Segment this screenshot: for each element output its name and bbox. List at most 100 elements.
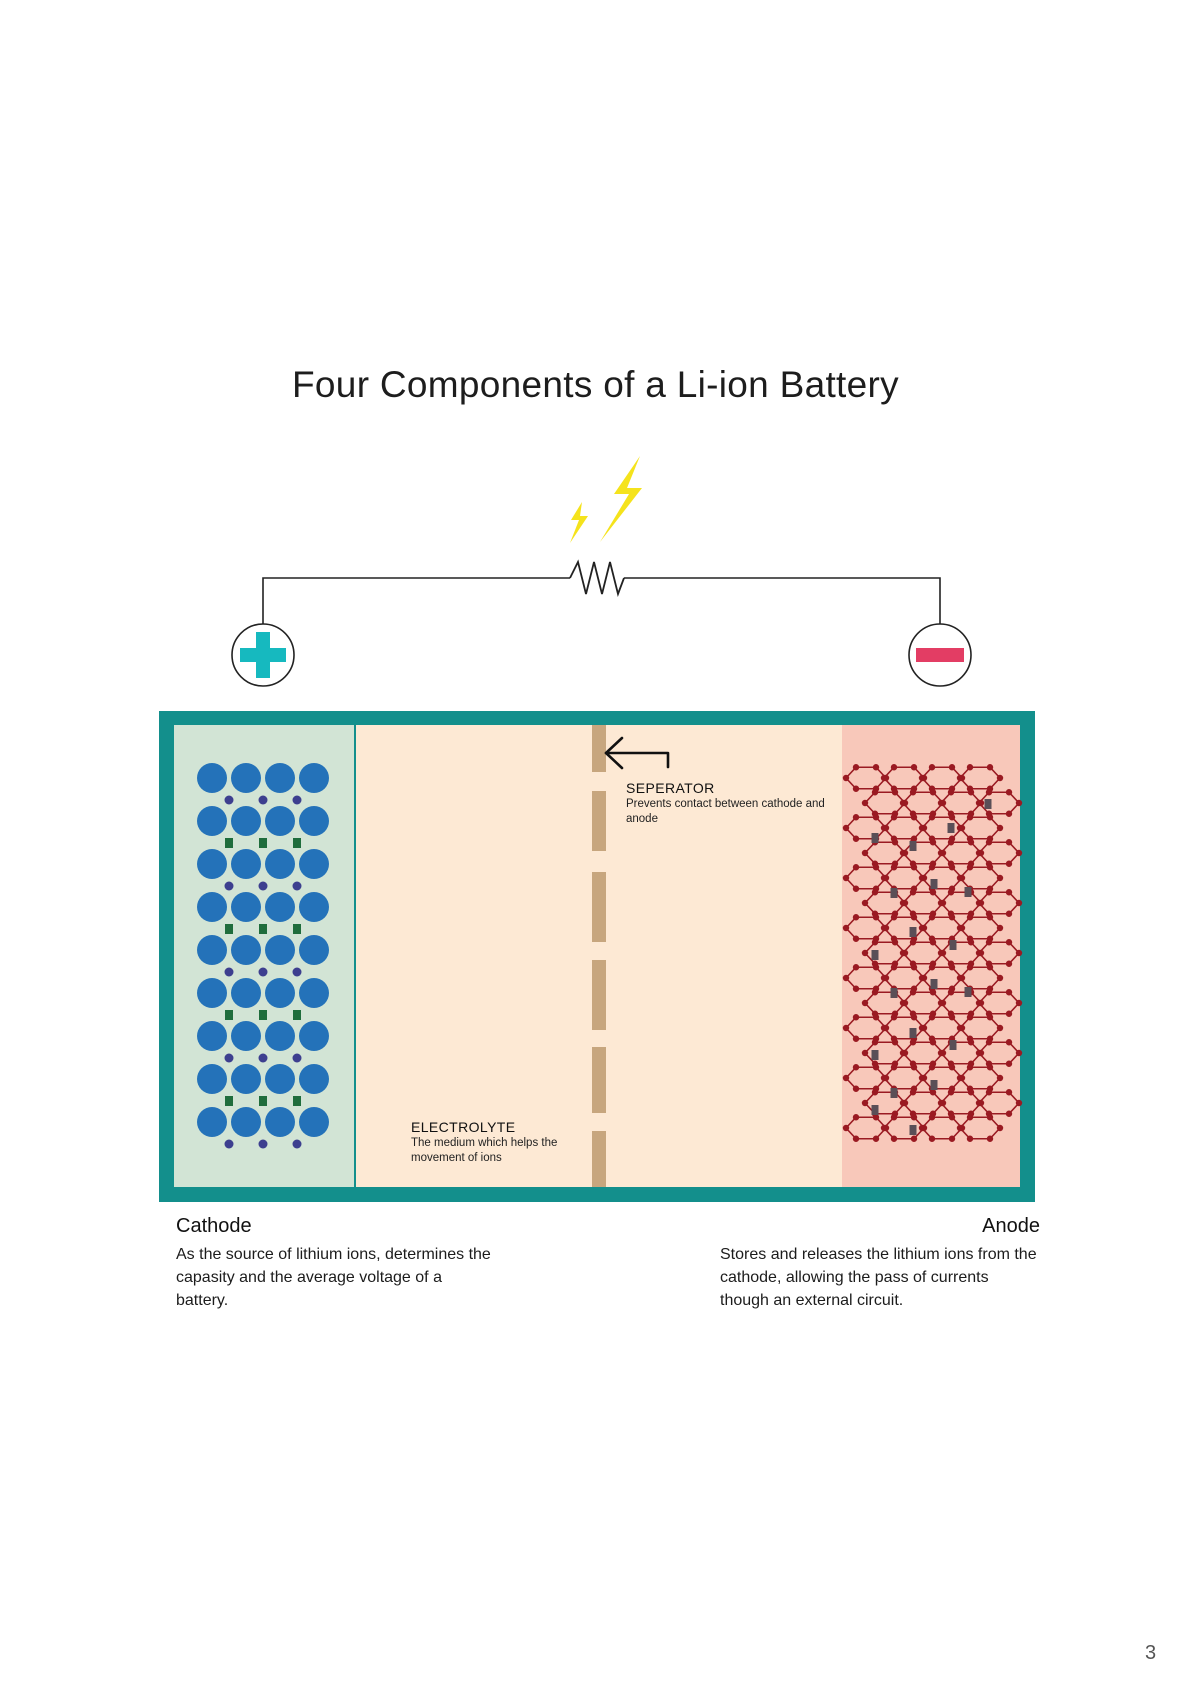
anode-atom xyxy=(967,1089,975,1096)
cathode-sphere xyxy=(231,1021,261,1051)
anode-atom xyxy=(861,1099,869,1107)
cathode-sphere xyxy=(231,806,261,836)
lithium-ion xyxy=(871,1050,879,1060)
cathode-sphere xyxy=(197,763,227,793)
cathode-sphere xyxy=(265,806,295,836)
anode-atom xyxy=(918,924,926,932)
anode-atom xyxy=(956,974,964,982)
lithium-ion xyxy=(871,1105,879,1115)
lithium-ion xyxy=(909,927,917,937)
anode-atom xyxy=(890,814,898,821)
cathode-dot xyxy=(258,881,268,891)
separator-segment xyxy=(592,791,606,851)
anode-atom xyxy=(861,949,869,957)
anode-atom xyxy=(899,799,907,807)
anode-atom xyxy=(966,814,974,821)
cathode-sphere xyxy=(265,1064,295,1094)
cathode-dot xyxy=(224,1139,234,1149)
anode-atom xyxy=(890,1014,898,1021)
anode-atom xyxy=(985,789,993,796)
anode-atom xyxy=(928,1114,936,1121)
anode-atom xyxy=(937,899,945,907)
anode-atom xyxy=(909,1089,917,1096)
anode-atom xyxy=(929,889,937,896)
separator-segment xyxy=(592,1131,606,1187)
anode-atom xyxy=(986,914,994,921)
anode-atom xyxy=(986,764,994,771)
cathode-square xyxy=(293,1096,301,1106)
anode-atom xyxy=(1005,889,1013,896)
plus-icon xyxy=(240,632,286,678)
lightning-icon xyxy=(570,456,642,543)
anode-atom xyxy=(948,1135,956,1142)
anode-atom xyxy=(937,1099,945,1107)
anode-atom xyxy=(890,914,898,921)
anode-atom xyxy=(1005,1060,1013,1067)
cathode-heading: Cathode xyxy=(176,1215,252,1237)
positive-terminal xyxy=(231,623,295,687)
anode-atom xyxy=(899,1099,907,1107)
page-number: 3 xyxy=(1145,1642,1157,1664)
separator-segment xyxy=(592,960,606,1030)
anode-atom xyxy=(890,1064,898,1071)
cathode-dot xyxy=(258,1053,268,1063)
anode-atom xyxy=(872,964,880,971)
anode-atom xyxy=(986,1064,994,1071)
anode-atom xyxy=(852,835,860,842)
cathode-dot xyxy=(258,795,268,805)
anode-atom xyxy=(1015,899,1023,907)
cathode-square xyxy=(225,924,233,934)
cathode-description: As the source of lithium ions, determine… xyxy=(176,1246,491,1310)
lithium-ion xyxy=(890,1088,898,1098)
anode-atom xyxy=(975,949,983,957)
anode-atom xyxy=(948,1064,956,1071)
anode-atom xyxy=(966,1135,974,1142)
anode-atom xyxy=(1005,939,1013,946)
anode-atom xyxy=(928,864,936,871)
anode-atom xyxy=(996,1124,1004,1132)
cathode-sphere xyxy=(197,935,227,965)
separator xyxy=(592,725,606,1187)
cathode-sphere xyxy=(265,892,295,922)
anode-atom xyxy=(852,1135,860,1142)
anode-atom xyxy=(966,864,974,871)
anode-atom xyxy=(966,1064,974,1071)
cathode-sphere xyxy=(197,1021,227,1051)
anode-atom xyxy=(947,989,955,996)
electrolyte-heading: ELECTROLYTE xyxy=(411,1119,516,1135)
anode-atom xyxy=(975,1049,983,1057)
anode-atom xyxy=(929,1089,937,1096)
cathode-sphere xyxy=(265,849,295,879)
anode-atom xyxy=(880,774,888,782)
anode-atom xyxy=(966,1014,974,1021)
cathode-square xyxy=(225,1010,233,1020)
anode-atom xyxy=(852,914,860,921)
anode-atom xyxy=(947,889,955,896)
anode-atom xyxy=(910,1014,918,1021)
anode-atom xyxy=(1015,949,1023,957)
anode-graphite-lattice xyxy=(842,764,1023,1142)
anode-atom xyxy=(985,1039,993,1046)
anode-atom xyxy=(928,1135,936,1142)
cathode-sphere xyxy=(197,978,227,1008)
anode-atom xyxy=(1015,849,1023,857)
anode-atom xyxy=(890,1114,898,1121)
cathode-square xyxy=(293,1010,301,1020)
anode-atom xyxy=(910,964,918,971)
anode-atom xyxy=(985,839,993,846)
anode-atom xyxy=(872,1014,880,1021)
anode-atom xyxy=(956,874,964,882)
lithium-ion xyxy=(871,833,879,843)
anode-atom xyxy=(985,989,993,996)
anode-atom xyxy=(872,1135,880,1142)
lithium-ion xyxy=(930,979,938,989)
anode-atom xyxy=(872,1114,880,1121)
anode-atom xyxy=(985,1089,993,1096)
anode-atom xyxy=(891,839,899,846)
anode-atom xyxy=(842,874,850,882)
anode-atom xyxy=(890,864,898,871)
cathode-square xyxy=(259,838,267,848)
anode-atom xyxy=(880,874,888,882)
lithium-ion xyxy=(964,987,972,997)
separator-label: SEPERATOR Prevents contact between catho… xyxy=(626,779,826,827)
